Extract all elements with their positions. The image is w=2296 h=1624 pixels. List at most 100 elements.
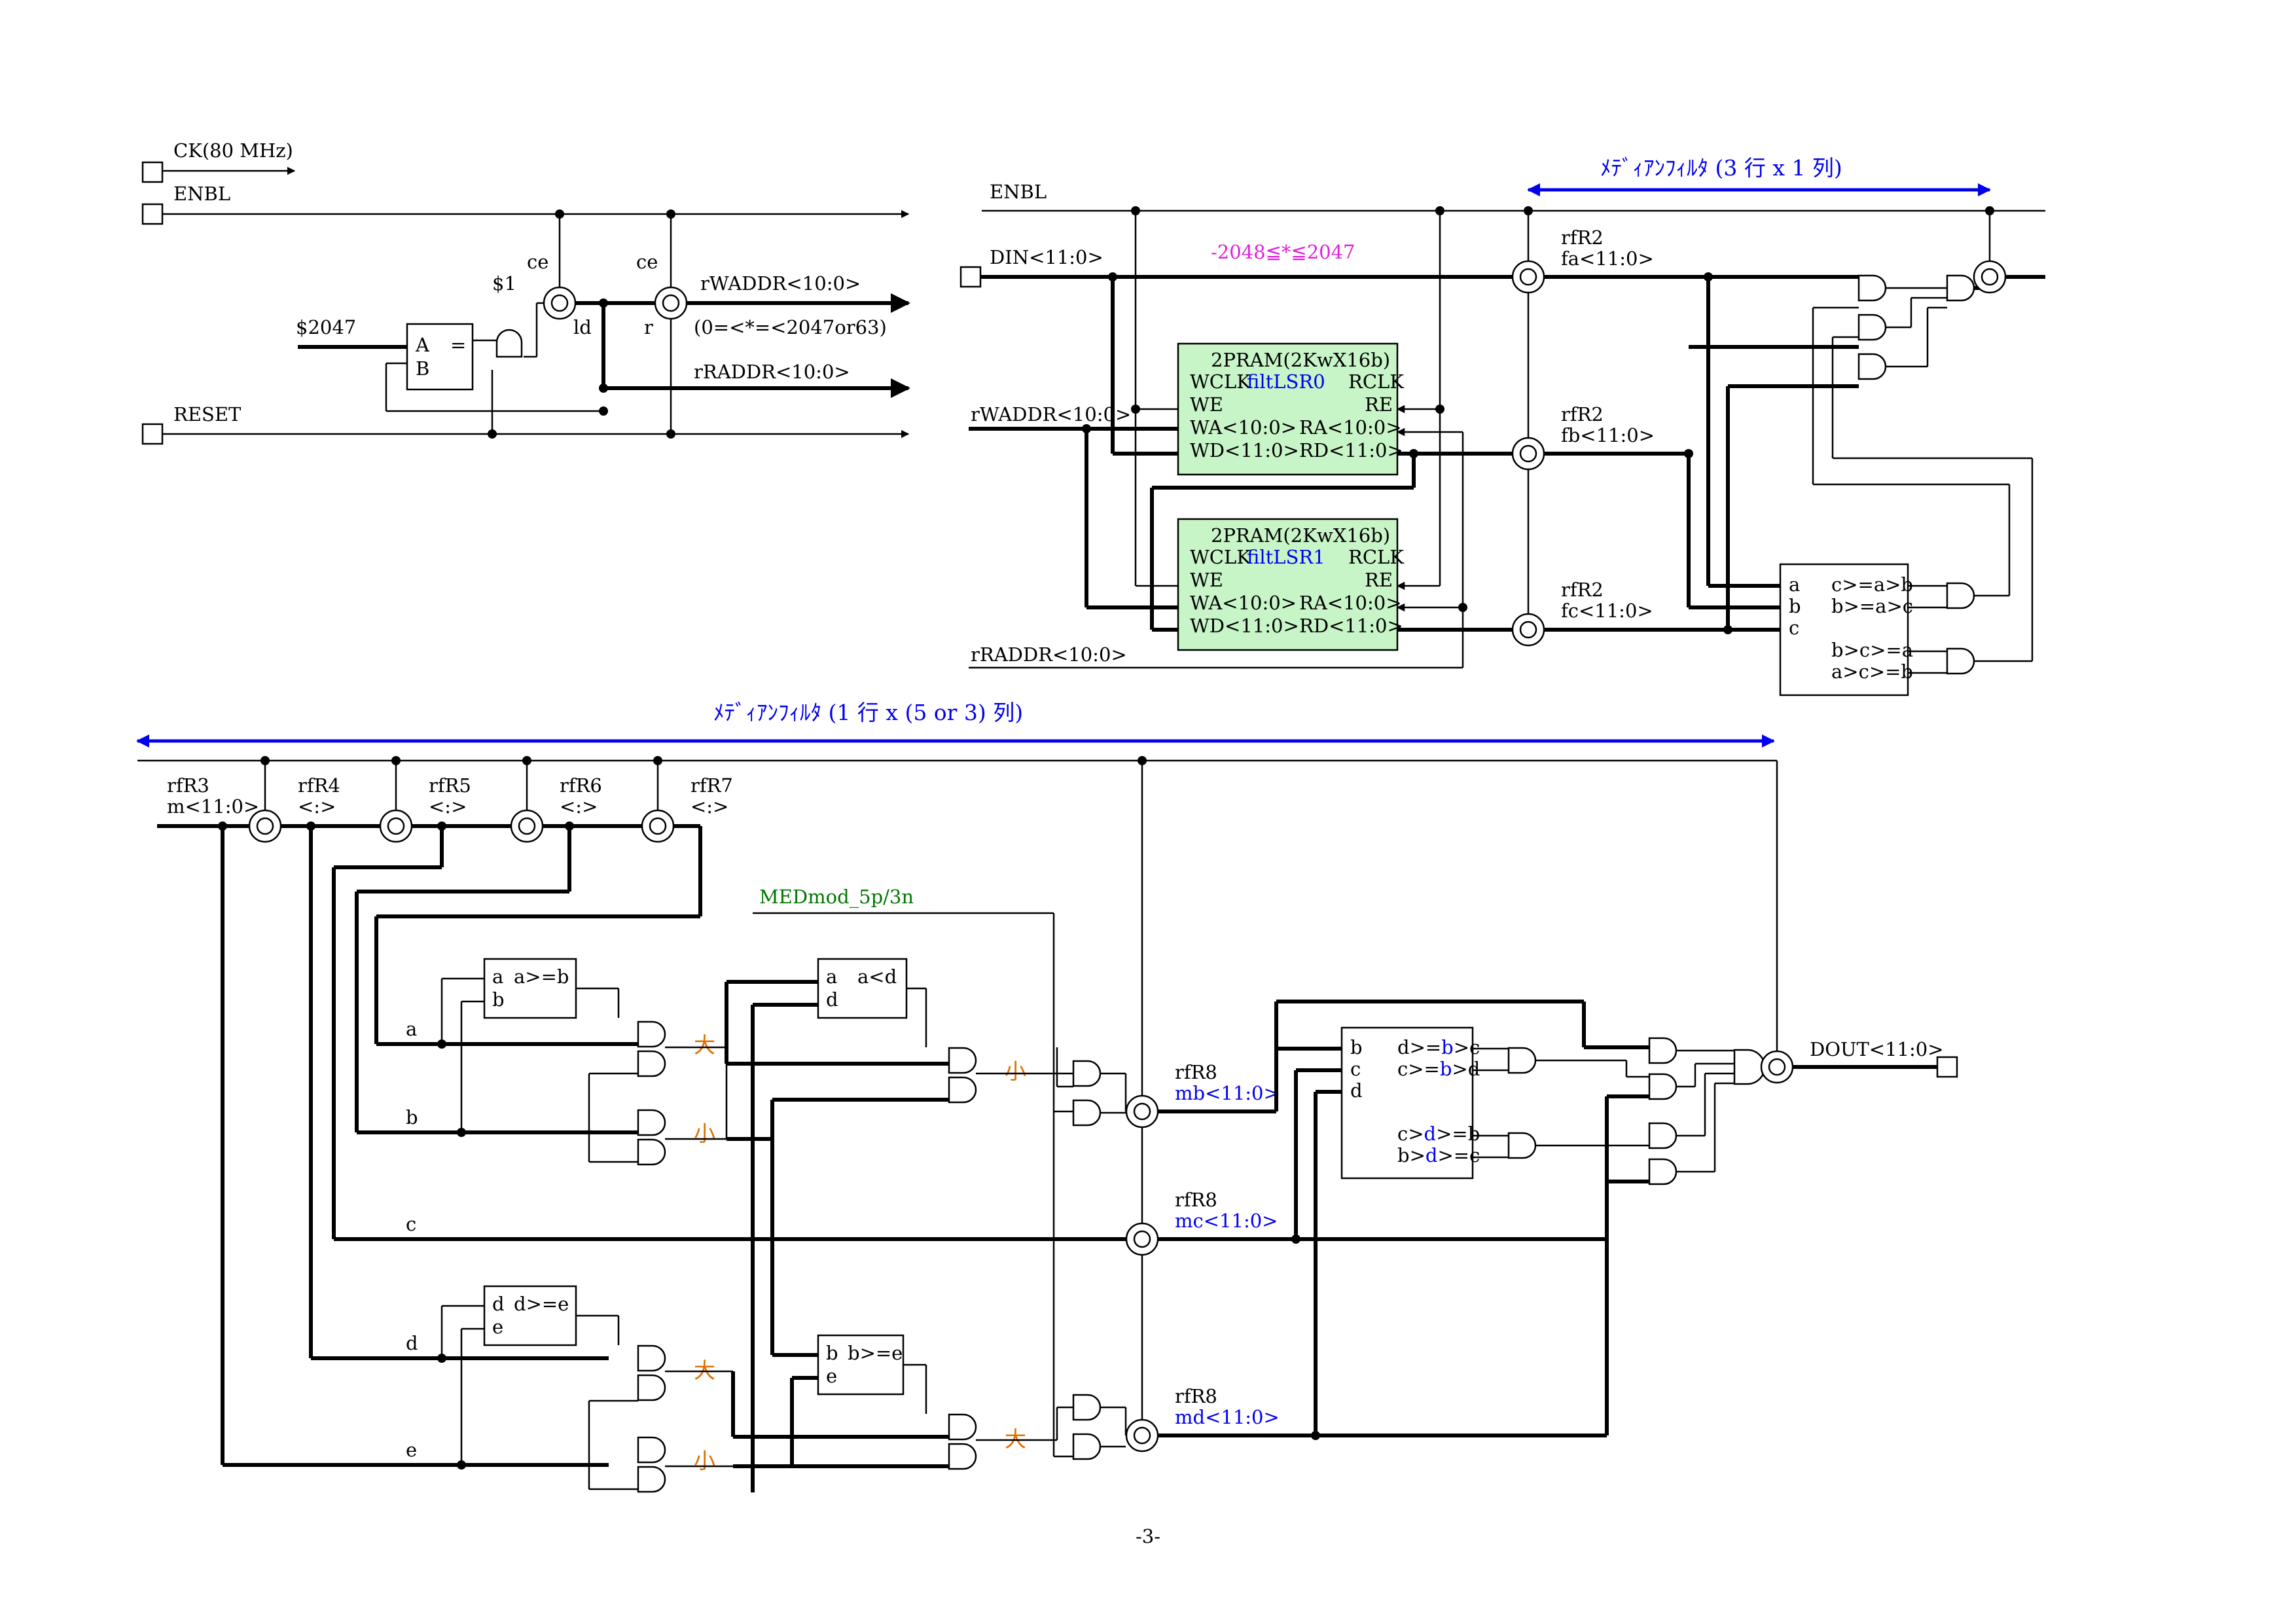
in-a: a <box>406 1018 417 1040</box>
ram1-title: 2PRAM(2KwX16b) <box>1211 524 1390 547</box>
ram0-title: 2PRAM(2KwX16b) <box>1211 349 1390 371</box>
reg-md-sig: md<11:0> <box>1175 1406 1280 1428</box>
ram1-we: WE <box>1190 569 1223 591</box>
cmp-ad <box>817 958 908 1019</box>
bottom-filter-section: ﾒﾃﾞｨｱﾝﾌｨﾙﾀ (1 行 x (5 or 3) 列) rfR3 m<11:… <box>136 700 1958 1493</box>
cmp-eq: = <box>450 334 466 356</box>
tcmp-c: c <box>1789 617 1799 639</box>
module-label: MEDmod_5p/3n <box>759 886 914 909</box>
reg-fa-name: rfR2 <box>1561 226 1604 249</box>
reg-fc-name: rfR2 <box>1561 579 1604 601</box>
ram0-ra: RA<10:0> <box>1299 416 1402 439</box>
ram0-wclk: WCLK <box>1190 370 1251 393</box>
cmp3-b: b <box>1350 1036 1363 1058</box>
top-compare-block <box>1779 563 1909 696</box>
cmp3-o3b: d <box>1424 1123 1437 1145</box>
reg-mb-sig: mb<11:0> <box>1175 1082 1280 1104</box>
in-c: c <box>406 1213 416 1235</box>
raddr-label: rRADDR<10:0> <box>694 361 850 383</box>
cmp3-o2b: b <box>1440 1058 1452 1080</box>
ck-port <box>141 161 164 183</box>
cmp3-o1b: b <box>1441 1036 1454 1058</box>
ram1-ra: RA<10:0> <box>1299 592 1402 614</box>
ram1-re: RE <box>1365 569 1393 591</box>
cmp-be-o: b>=e <box>848 1342 903 1364</box>
ram1-wclk: WCLK <box>1190 546 1251 568</box>
big-3: 大 <box>1005 1426 1026 1452</box>
tcmp-o2: b>=a>c <box>1831 595 1913 617</box>
small-3: 小 <box>694 1448 715 1473</box>
dout-label: DOUT<11:0> <box>1810 1038 1944 1060</box>
ram0-name: filtLSR0 <box>1247 370 1325 393</box>
counter-reg-1 <box>543 286 577 320</box>
svg-text:b>d>=c: b>d>=c <box>1397 1144 1480 1166</box>
const-label: $2047 <box>296 316 356 338</box>
dout-port <box>1936 1056 1958 1078</box>
reg-r6 <box>641 809 675 843</box>
cmp3-c: c <box>1350 1058 1361 1080</box>
reg-r3-name: rfR3 <box>167 774 209 797</box>
reg-md-name: rfR8 <box>1175 1385 1217 1407</box>
svg-text:c>d>=b: c>d>=b <box>1397 1123 1480 1145</box>
ram0-we: WE <box>1190 393 1223 416</box>
ram1-rd: RD<11:0> <box>1299 615 1403 637</box>
cmp-be-b: b <box>826 1342 838 1364</box>
big-1: 大 <box>694 1032 715 1058</box>
top-filter-title: ﾒﾃﾞｨｱﾝﾌｨﾙﾀ (3 行 x 1 列) <box>1600 155 1842 181</box>
cmp3-o1a: d>= <box>1397 1036 1441 1058</box>
enbl-port <box>141 203 164 225</box>
cmp3-o4c: >=c <box>1437 1144 1480 1166</box>
counter-reg-2 <box>654 286 688 320</box>
reg-mb-name: rfR8 <box>1175 1061 1217 1083</box>
ram0-rclk: RCLK <box>1348 370 1405 393</box>
din-label: DIN<11:0> <box>990 246 1103 268</box>
reg-dout <box>1760 1050 1794 1084</box>
tcmp-b: b <box>1789 595 1801 617</box>
tcmp-a: a <box>1789 573 1800 596</box>
cmp-ab-b: b <box>492 988 505 1011</box>
ce1-label: ce <box>527 251 548 273</box>
reg-mc <box>1125 1222 1159 1256</box>
cmp3-o2a: c>= <box>1397 1058 1440 1080</box>
s1-label: $1 <box>492 272 516 295</box>
ram1-rclk: RCLK <box>1348 546 1405 568</box>
reg-r4-sig: <:> <box>298 795 336 818</box>
small-1: 小 <box>694 1121 715 1146</box>
svg-text:c>=b>d: c>=b>d <box>1397 1058 1480 1080</box>
cmp-de-o: d>=e <box>514 1293 569 1315</box>
cmp-be-e: e <box>826 1365 837 1387</box>
cmp3-o4a: b> <box>1397 1144 1426 1166</box>
tcmp-o4: a>c>=b <box>1831 660 1913 683</box>
reg-r5-name: rfR5 <box>429 774 471 797</box>
top-enbl-label: ENBL <box>990 181 1047 203</box>
page-number: -3- <box>1136 1525 1160 1547</box>
ram1-name: filtLSR1 <box>1247 546 1325 568</box>
big-2: 大 <box>694 1358 715 1383</box>
ram-filtlsr0 <box>1177 342 1399 476</box>
cmp-ad-o: a<d <box>857 965 897 988</box>
din-port <box>960 266 982 288</box>
reset-port <box>141 423 164 445</box>
cmp-ad-a: a <box>826 965 837 988</box>
cmp-ab-o: a>=b <box>514 965 569 988</box>
small-2: 小 <box>1005 1058 1026 1084</box>
top-waddr-label: rWADDR<10:0> <box>971 403 1131 425</box>
cmp-ad-d: d <box>826 988 838 1011</box>
ck-label: CK(80 MHz) <box>173 139 293 162</box>
cmp3-o2c: >d <box>1452 1058 1480 1080</box>
reg-r7-name: rfR7 <box>691 774 733 797</box>
bottom-filter-title: ﾒﾃﾞｨｱﾝﾌｨﾙﾀ (1 行 x (5 or 3) 列) <box>713 700 1023 725</box>
ram0-wd: WD<11:0> <box>1190 439 1299 461</box>
cmp3-o1c: >c <box>1454 1036 1480 1058</box>
reg-r5-sig: <:> <box>429 795 467 818</box>
cmp-a: A <box>415 334 430 356</box>
reg-fa-sig: fa<11:0> <box>1561 247 1654 270</box>
reg-r3-sig: m<11:0> <box>167 795 259 818</box>
reg-r5 <box>510 809 544 843</box>
reg-r4-name: rfR4 <box>298 774 340 797</box>
ram0-re: RE <box>1365 393 1393 416</box>
ce2-label: ce <box>636 251 658 273</box>
ld-label: ld <box>573 316 592 338</box>
reg-r6-name: rfR6 <box>560 774 602 797</box>
reg-r7-sig: <:> <box>691 795 728 818</box>
